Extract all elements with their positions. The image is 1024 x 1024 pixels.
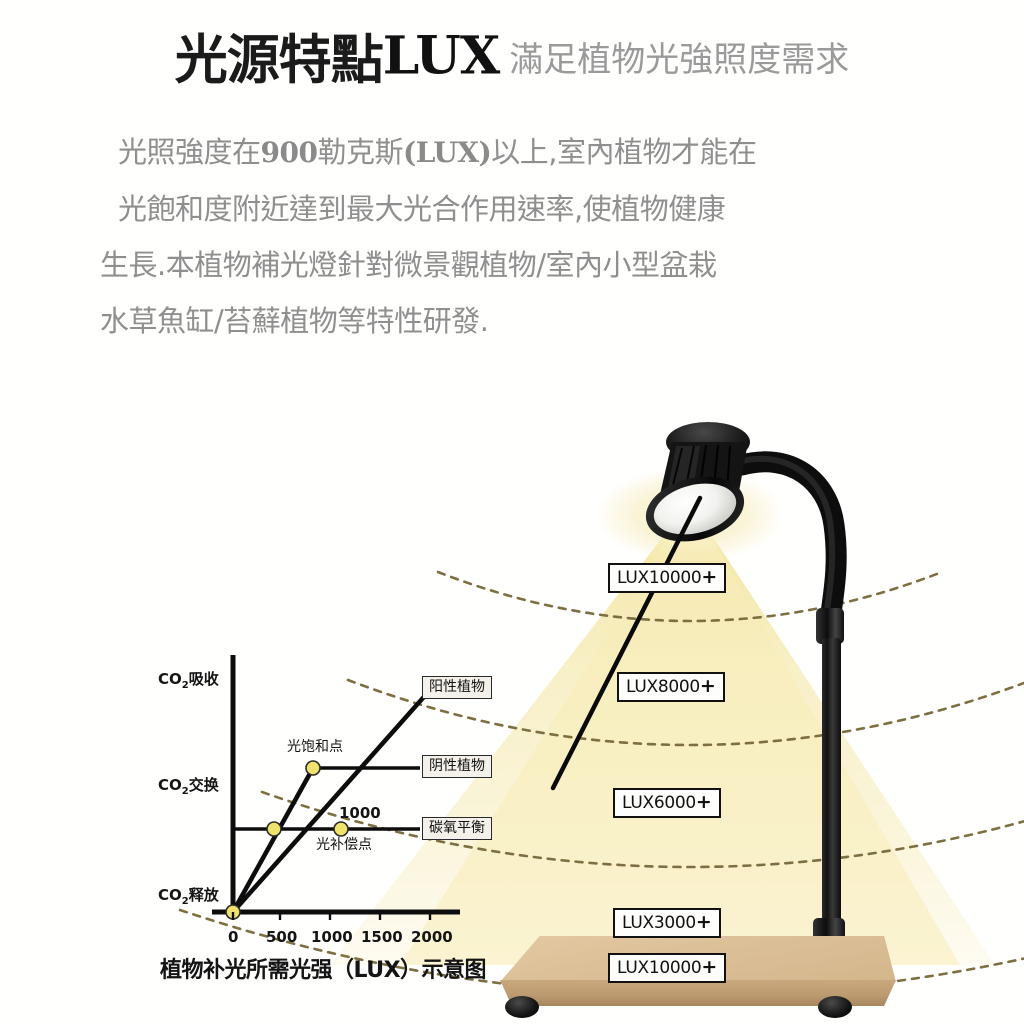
chart-annotation-compensation-point: 光补偿点 xyxy=(316,837,372,853)
lux-badge-8000-label: LUX8000 xyxy=(626,677,700,697)
chart-y-label-absorb-co: CO xyxy=(158,670,182,688)
paragraph-line-1-part-c: 勒克斯 xyxy=(317,135,403,169)
chart-legend-carbon-oxygen-balance: 碳氧平衡 xyxy=(422,817,492,840)
lux-badge-6000-plus: + xyxy=(695,791,712,813)
chart-x-tick-1500: 1500 xyxy=(361,928,403,946)
chart-y-label-absorb-sub: 2 xyxy=(181,680,189,691)
chart-y-label-exchange: CO2交换 xyxy=(158,778,219,797)
chart-x-tick-1000: 1000 xyxy=(311,928,353,946)
paragraph-line-3: 生長.本植物補光燈針對微景觀植物/室內小型盆栽 xyxy=(100,248,717,282)
lux-badge-8000-plus: + xyxy=(699,675,716,697)
chart-marker-compensation-sun xyxy=(333,821,349,837)
chart-y-label-exchange-rest: 交换 xyxy=(188,776,219,794)
description-paragraph: 光照強度在900勒克斯(LUX)以上,室內植物才能在 光飽和度附近達到最大光合作… xyxy=(100,124,924,349)
chart-caption: 植物补光所需光强（LUX）示意图 xyxy=(160,958,487,983)
paragraph-line-2: 光飽和度附近達到最大光合作用速率,使植物健康 xyxy=(118,192,726,226)
lux-badge-6000-label: LUX6000 xyxy=(622,793,696,813)
lux-badge-3000-label: LUX3000 xyxy=(622,913,696,933)
desk-lamp-icon xyxy=(0,390,1024,1024)
chart-series-sun-plant xyxy=(230,687,433,915)
lux-badge-10000-overlay-plus: + xyxy=(701,566,718,588)
chart-x-tick-500: 500 xyxy=(266,928,298,946)
lux-badge-8000-overlay: LUX8000+ xyxy=(617,672,725,702)
title-lux-text: LUX xyxy=(382,25,500,87)
chart-x-tick-0: 0 xyxy=(228,928,239,946)
chart-legend-shade-plant: 阴性植物 xyxy=(422,755,492,778)
chart-y-label-release-rest: 释放 xyxy=(188,886,219,904)
title-subtitle-text: 滿足植物光強照度需求 xyxy=(509,39,850,80)
lamp-base-foot-left xyxy=(505,996,539,1018)
chart-marker-saturation xyxy=(305,760,321,776)
paragraph-line-1-value: 900 xyxy=(260,136,318,169)
chart-y-label-absorb: CO2吸收 xyxy=(158,672,219,691)
lux-badge-3000-plus: + xyxy=(695,911,712,933)
paragraph-line-1: 光照強度在900勒克斯(LUX)以上,室內植物才能在 xyxy=(100,124,924,181)
lamp-base-foot-right xyxy=(818,996,852,1018)
chart-y-label-exchange-co: CO xyxy=(158,776,182,794)
paragraph-line-1-part-a: 光照強度在 xyxy=(118,135,261,169)
lux-badge-10000-overlay: LUX10000+ xyxy=(608,563,727,593)
lux-badge-6000-overlay: LUX6000+ xyxy=(613,788,721,818)
paragraph-line-1-part-e: 以上,室內植物才能在 xyxy=(491,135,757,169)
lux-badge-10000: LUX10000+ xyxy=(608,953,727,983)
lamp-gooseneck-arm xyxy=(731,451,847,633)
lux-badge-10000-overlay-label: LUX10000 xyxy=(617,568,702,588)
lux-badge-10000-plus: + xyxy=(701,956,718,978)
paragraph-line-1-unit: (LUX) xyxy=(402,136,492,169)
lux-badge-3000-overlay: LUX3000+ xyxy=(613,908,721,938)
chart-y-label-release-co: CO xyxy=(158,886,182,904)
chart-annotation-1000: 1000 xyxy=(339,804,381,822)
lamp-pole xyxy=(822,638,841,930)
chart-x-tick-2000: 2000 xyxy=(411,928,453,946)
lux-badge-10000-label: LUX10000 xyxy=(617,958,702,978)
chart-y-label-absorb-rest: 吸收 xyxy=(188,670,219,688)
paragraph-line-4: 水草魚缸/苔蘚植物等特性研發. xyxy=(100,304,489,338)
chart-legend-sun-plant: 阳性植物 xyxy=(422,676,492,699)
chart-annotation-saturation-point: 光饱和点 xyxy=(287,739,343,755)
title-main-text: 光源特點 xyxy=(174,30,384,91)
chart-y-label-release: CO2释放 xyxy=(158,888,219,907)
lux-pointer-line xyxy=(550,495,703,791)
chart-series-shade-plant xyxy=(230,765,316,915)
chart-y-label-exchange-sub: 2 xyxy=(181,786,189,797)
chart-y-label-release-sub: 2 xyxy=(181,896,189,907)
chart-marker-compensation-shade xyxy=(266,821,282,837)
lamp-illustration-scene: LUX10000+ xyxy=(0,390,1024,1024)
